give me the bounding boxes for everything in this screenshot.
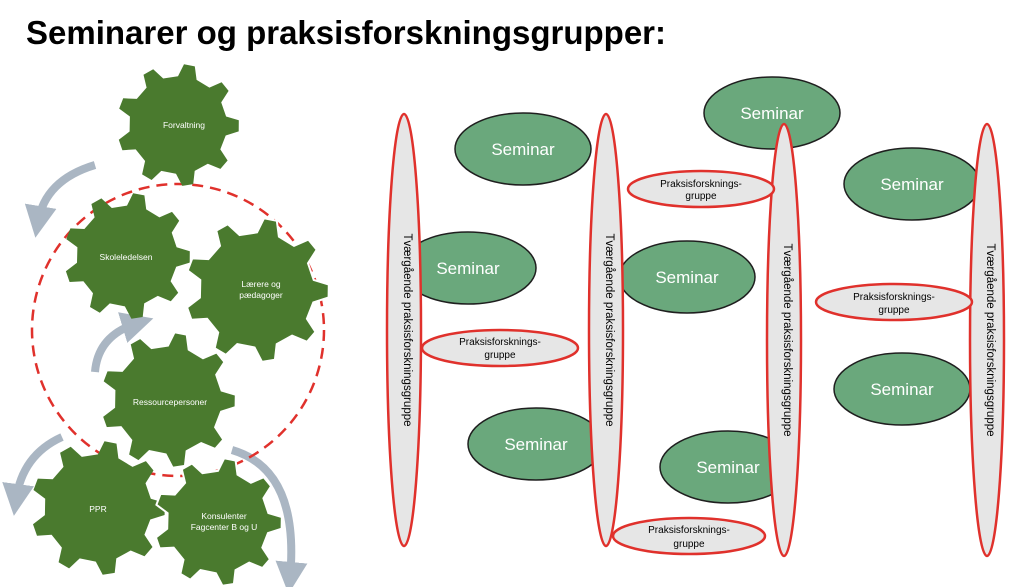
seminar-label: Seminar — [870, 380, 934, 399]
seminar-5: Seminar — [618, 240, 756, 314]
practice-group-label-line2: gruppe — [673, 539, 705, 550]
seminar-label: Seminar — [491, 140, 555, 159]
gear-label-ressourcepersoner: Ressourcepersoner — [133, 397, 207, 407]
gear-label-laerere-line2: pædagoger — [239, 290, 283, 300]
cross-group-label: Tværgående praksisforskningsgruppe — [984, 243, 996, 436]
practice-group-label-line1: Praksisforsknings- — [660, 179, 742, 190]
practice-group-1: Praksisforsknings- gruppe — [626, 169, 776, 209]
seminar-label: Seminar — [740, 104, 804, 123]
gear-label-forvaltning: Forvaltning — [163, 120, 205, 130]
practice-group-label-line2: gruppe — [685, 191, 717, 202]
gear-skoleledelsen — [65, 193, 190, 319]
practice-group-label-line1: Praksisforsknings- — [648, 525, 730, 536]
gear-label-skoleledelsen: Skoleledelsen — [100, 252, 153, 262]
gear-ppr — [33, 441, 165, 575]
gear-label-konsulenter-line2: Fagcenter B og U — [191, 522, 258, 532]
seminar-network: Seminar Seminar Seminar Seminar Seminar … — [385, 76, 1006, 558]
practice-group-2: Praksisforsknings- gruppe — [420, 328, 580, 368]
cross-group-label: Tværgående praksisforskningsgruppe — [401, 233, 413, 426]
gear-label-laerere-line1: Lærere og — [241, 279, 280, 289]
cross-group-label: Tværgående praksisforskningsgruppe — [603, 233, 615, 426]
seminar-label: Seminar — [504, 435, 568, 454]
seminar-3: Seminar — [843, 147, 981, 221]
dashed-circle — [30, 182, 326, 478]
seminar-7: Seminar — [467, 407, 605, 481]
curved-arrow-left-bottom — [2, 433, 64, 516]
gear-ressourcepersoner — [100, 331, 237, 469]
seminar-label: Seminar — [880, 175, 944, 194]
practice-group-label-line2: gruppe — [484, 350, 516, 361]
seminar-label: Seminar — [655, 268, 719, 287]
practice-group-label-line1: Praksisforsknings- — [853, 292, 935, 303]
curved-arrow-left-top — [24, 161, 97, 238]
seminar-2: Seminar — [703, 76, 841, 150]
cross-group-2: Tværgående praksisforskningsgruppe — [587, 112, 625, 548]
cross-group-1: Tværgående praksisforskningsgruppe — [385, 112, 423, 548]
curved-arrow-middle — [91, 312, 154, 373]
seminar-1: Seminar — [454, 112, 592, 186]
gear-label-ppr: PPR — [89, 504, 106, 514]
seminar-4: Seminar — [399, 231, 537, 305]
cross-group-label: Tværgående praksisforskningsgruppe — [781, 243, 793, 436]
seminar-label: Seminar — [696, 458, 760, 477]
gear-cluster: Forvaltning Skoleledelsen Lærere og pæda… — [2, 64, 330, 587]
practice-group-4: Praksisforsknings- gruppe — [611, 516, 767, 556]
gear-label-konsulenter-line1: Konsulenter — [201, 511, 247, 521]
cross-group-3: Tværgående praksisforskningsgruppe — [765, 122, 803, 558]
gear-forvaltning — [118, 64, 239, 186]
gear-konsulenter — [154, 457, 283, 587]
practice-group-label-line1: Praksisforsknings- — [459, 337, 541, 348]
cross-group-4: Tværgående praksisforskningsgruppe — [968, 122, 1006, 558]
gear-laerere — [185, 217, 330, 363]
practice-group-label-line2: gruppe — [878, 305, 910, 316]
seminar-6: Seminar — [833, 352, 971, 426]
curved-arrow-right-bottom — [230, 446, 308, 587]
seminar-label: Seminar — [436, 259, 500, 278]
practice-group-3: Praksisforsknings- gruppe — [814, 282, 974, 322]
slide-title: Seminarer og praksisforskningsgrupper: — [26, 14, 667, 51]
